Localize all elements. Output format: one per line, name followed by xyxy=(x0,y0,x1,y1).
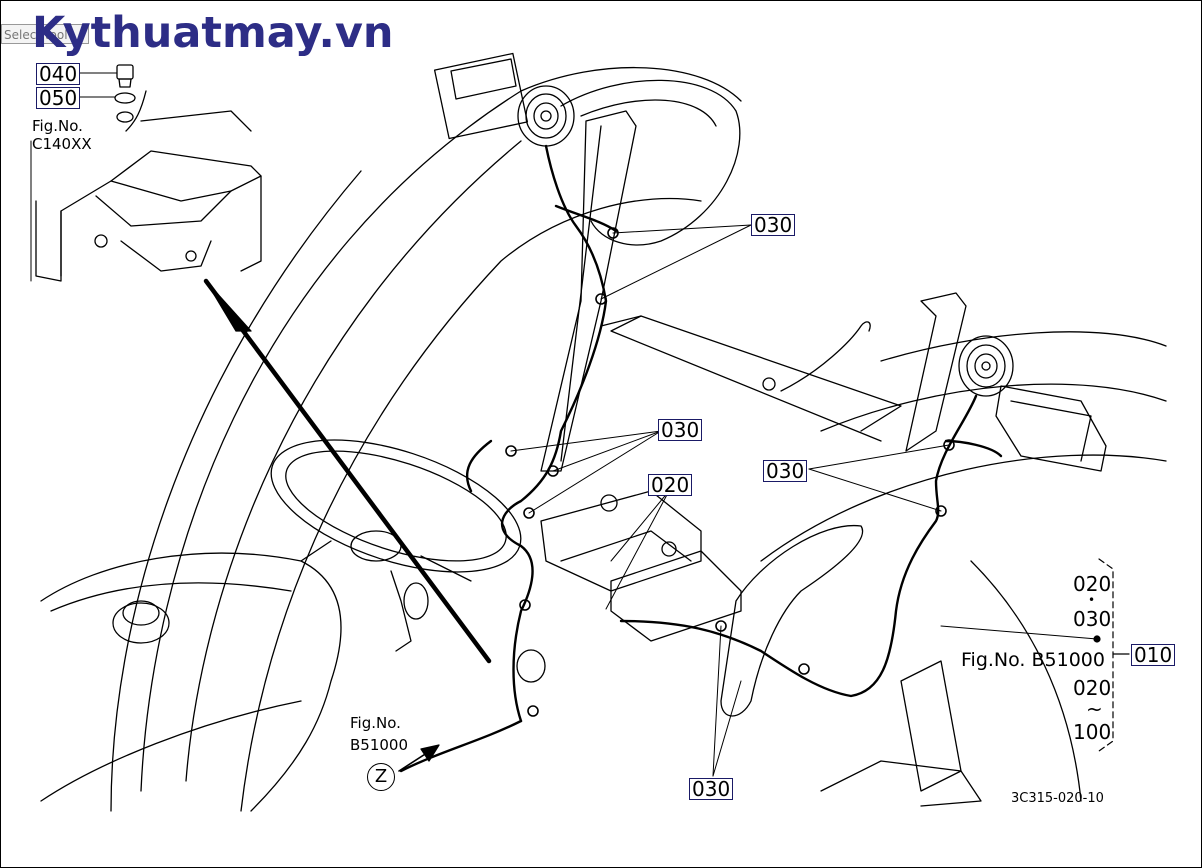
rops-right xyxy=(905,292,967,452)
washer-050 xyxy=(114,92,136,104)
fig-no-label: Fig.No. xyxy=(32,117,83,135)
fig-ref-b51000: B51000 xyxy=(350,736,409,754)
callout-010: 010 xyxy=(1131,644,1176,666)
bolt-040 xyxy=(116,64,134,80)
rear-plate xyxy=(600,315,902,432)
view-z-marker: Z xyxy=(367,763,395,791)
callout-020: 020 xyxy=(648,474,693,496)
legend-dot: • xyxy=(1088,593,1096,607)
inset-frame xyxy=(35,175,262,282)
brand-watermark[interactable]: Kythuatmay.vn xyxy=(32,8,394,58)
callout-030-mid: 030 xyxy=(658,419,703,441)
steering-wheel xyxy=(270,439,522,573)
hood xyxy=(40,552,342,812)
legend-tilde: ~ xyxy=(1086,697,1103,721)
drawing-code: 3C315-020-10 xyxy=(1011,791,1104,806)
legend-item-030: 030 xyxy=(1073,607,1112,631)
fender-outline xyxy=(140,66,742,792)
callout-030-right: 030 xyxy=(763,460,808,482)
legend-item-100: 100 xyxy=(1073,720,1112,744)
callout-050: 050 xyxy=(36,87,81,109)
fig-no-label-b: Fig.No. xyxy=(350,714,401,732)
select-tool-button[interactable]: Select tool xyxy=(1,24,89,44)
wire-harness-left xyxy=(500,144,608,723)
callout-030-top: 030 xyxy=(751,214,796,236)
right-work-lamp xyxy=(958,335,1014,397)
view-arrow xyxy=(203,278,492,664)
fuel-cap xyxy=(112,602,170,644)
fig-ref-c140: C140XX xyxy=(32,135,92,153)
legend-item-020b: 020 xyxy=(1073,676,1112,700)
wire-harness-right xyxy=(619,394,978,698)
right-fender xyxy=(880,331,1167,362)
seat-outline xyxy=(560,79,741,246)
rops-left xyxy=(540,110,637,472)
legend-fig-line: Fig.No. B51000 xyxy=(961,649,1105,671)
callout-030-bottom: 030 xyxy=(689,778,734,800)
callout-040: 040 xyxy=(36,63,81,85)
legend-item-020: 020 xyxy=(1073,572,1112,596)
legend-bracket xyxy=(1098,558,1114,752)
